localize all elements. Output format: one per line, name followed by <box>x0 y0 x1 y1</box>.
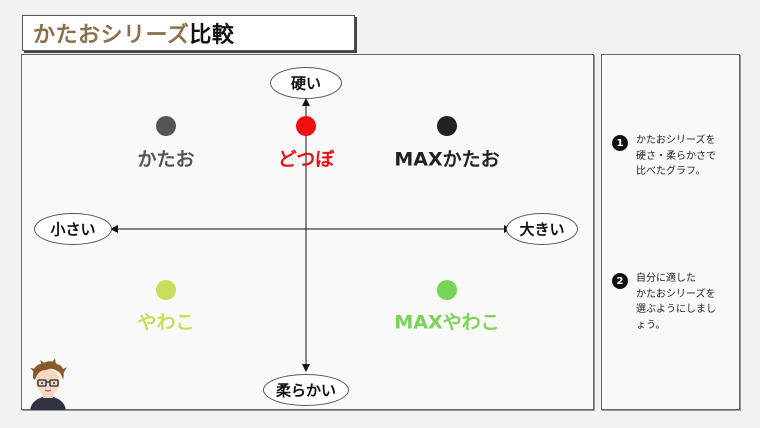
item-label-max-yawako: MAXやわこ <box>394 311 500 334</box>
note-text-2: 自分に適した かたおシリーズを 選ぶようにしまし ょう。 <box>636 273 716 331</box>
axis-label-hard: 硬い <box>290 74 322 93</box>
avatar-illustration <box>30 358 67 410</box>
item-dot-dotsubo <box>296 116 316 136</box>
note-number-2: 2 <box>612 273 628 289</box>
note-2: 2 自分に適した かたおシリーズを 選ぶようにしまし ょう。 <box>612 271 737 333</box>
item-dot-max-yawako <box>437 280 457 300</box>
note-1: 1 かたおシリーズを 硬さ・柔らかさで 比べたグラフ。 <box>612 133 737 180</box>
axis-label-small: 小さい <box>50 220 96 239</box>
axis-bottom-oval <box>263 374 349 406</box>
item-label-katao: かたお <box>137 148 195 171</box>
item-dot-katao <box>156 116 176 136</box>
item-dot-max-katao <box>437 116 457 136</box>
axis-top-oval <box>270 67 342 99</box>
item-label-yawako: やわこ <box>137 311 195 334</box>
item-label-dotsubo: どつぼ <box>277 148 335 171</box>
page-title-accent: かたおシリーズ <box>33 23 190 48</box>
page-title: かたおシリーズ比較 <box>22 15 355 51</box>
item-label-max-katao: MAXかたお <box>394 148 500 171</box>
notes-panel <box>601 54 740 410</box>
page-title-rest: 比較 <box>189 23 235 48</box>
axis-right-oval <box>506 213 578 245</box>
note-number-1: 1 <box>612 135 628 151</box>
item-dot-yawako <box>156 280 176 300</box>
axis-label-soft: 柔らかい <box>275 381 337 400</box>
avatar <box>24 358 72 410</box>
axis-label-large: 大きい <box>519 220 565 239</box>
note-text-1: かたおシリーズを 硬さ・柔らかさで 比べたグラフ。 <box>636 135 716 177</box>
axis-left-oval <box>34 213 112 245</box>
